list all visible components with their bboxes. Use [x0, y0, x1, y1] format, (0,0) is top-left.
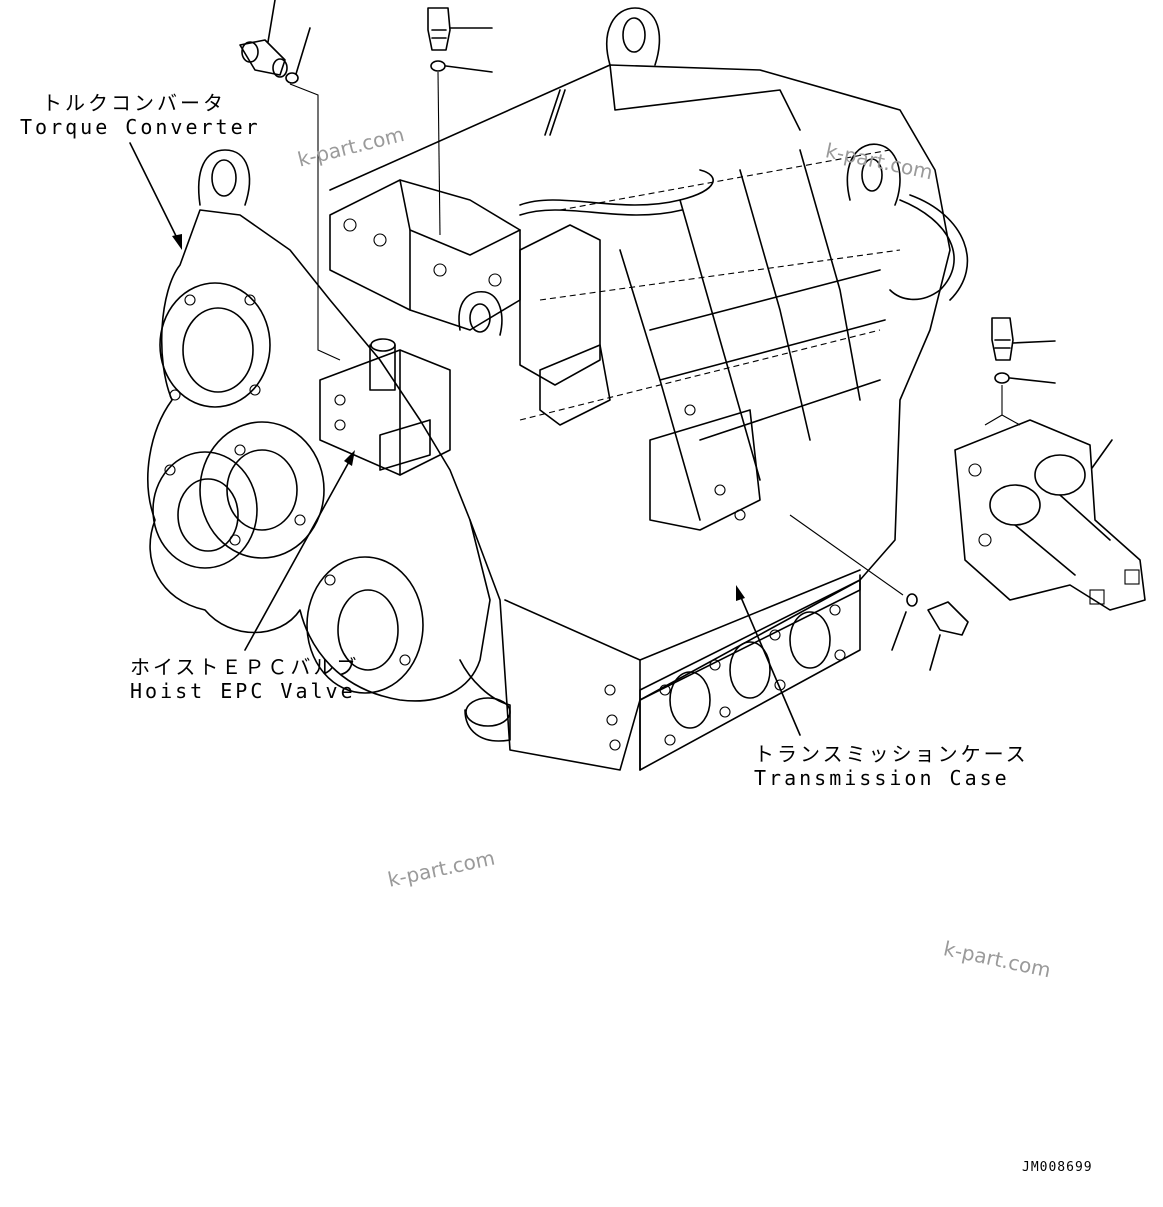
- transmission-body: [329, 7, 969, 771]
- pressure-sensor-right: [984, 317, 1056, 426]
- hoist-epc-valve-assembly: [319, 179, 761, 531]
- pressure-sensor-top-center: [427, 7, 493, 236]
- leader-torque-converter: [129, 142, 182, 250]
- torque-converter-label-en: Torque Converter: [20, 115, 261, 139]
- transmission-case-label-jp: トランスミッションケース: [754, 742, 1029, 766]
- pressure-sensor-top-left: [239, 0, 311, 84]
- pressure-sensor-bottom: [789, 514, 969, 671]
- drawing-code: JM008699: [1022, 1160, 1093, 1175]
- leader-hoist-epc-valve: [244, 450, 355, 651]
- hoist-epc-valve-label-en: Hoist EPC Valve: [130, 679, 356, 703]
- epc-valve-unit-right: [954, 419, 1146, 611]
- leader-transmission-case: [736, 585, 801, 736]
- leader-sensor-path: [289, 83, 341, 361]
- torque-converter-housing: [147, 149, 511, 742]
- hoist-epc-valve-label-jp: ホイストＥＰＣバルブ: [130, 655, 360, 679]
- transmission-case-label-en: Transmission Case: [754, 766, 1010, 790]
- torque-converter-label-jp: トルクコンバータ: [42, 91, 226, 115]
